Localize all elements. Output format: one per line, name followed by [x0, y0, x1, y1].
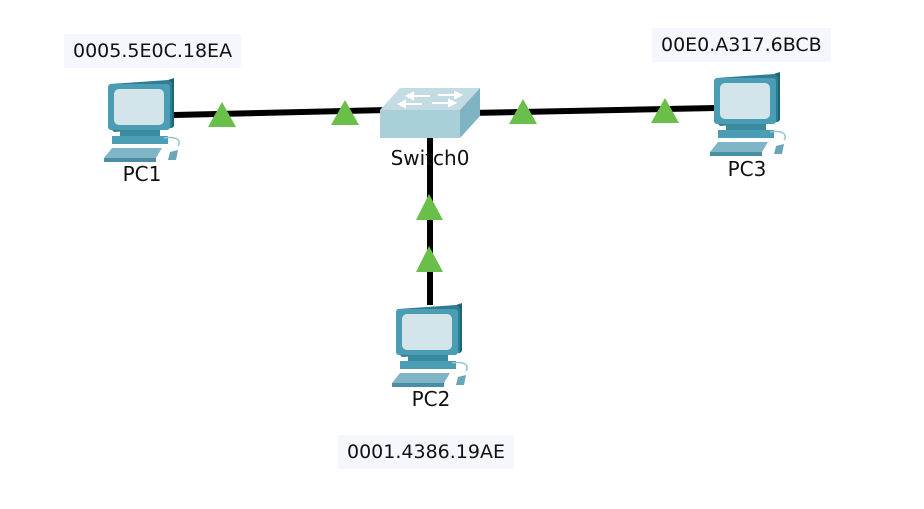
switch0-label: Switch0: [390, 146, 470, 170]
pc3-label: PC3: [727, 157, 767, 181]
pc3-mac-label: 00E0.A317.6BCB: [652, 28, 831, 62]
link-status-pc2-end: [416, 246, 443, 272]
link-status-switch0-pc2-end: [416, 194, 443, 220]
pc2-label: PC2: [411, 387, 451, 411]
cable-switch0-pc3[interactable]: [469, 105, 717, 116]
link-status-switch0-pc3-end: [509, 99, 537, 124]
pc1-device[interactable]: [103, 77, 180, 163]
pc1-mac-label: 0005.5E0C.18EA: [64, 34, 242, 68]
cable-pc1-switch0[interactable]: [173, 107, 391, 118]
pc2-device[interactable]: [391, 302, 468, 388]
link-status-pc1-end: [208, 102, 236, 127]
pc3-device[interactable]: [709, 71, 786, 157]
pc1-label: PC1: [122, 162, 162, 186]
link-status-switch0-pc1-end: [331, 100, 359, 125]
switch0-device[interactable]: [380, 88, 480, 138]
pc2-mac-label: 0001.4386.19AE: [338, 435, 514, 469]
link-status-pc3-end: [651, 98, 679, 123]
